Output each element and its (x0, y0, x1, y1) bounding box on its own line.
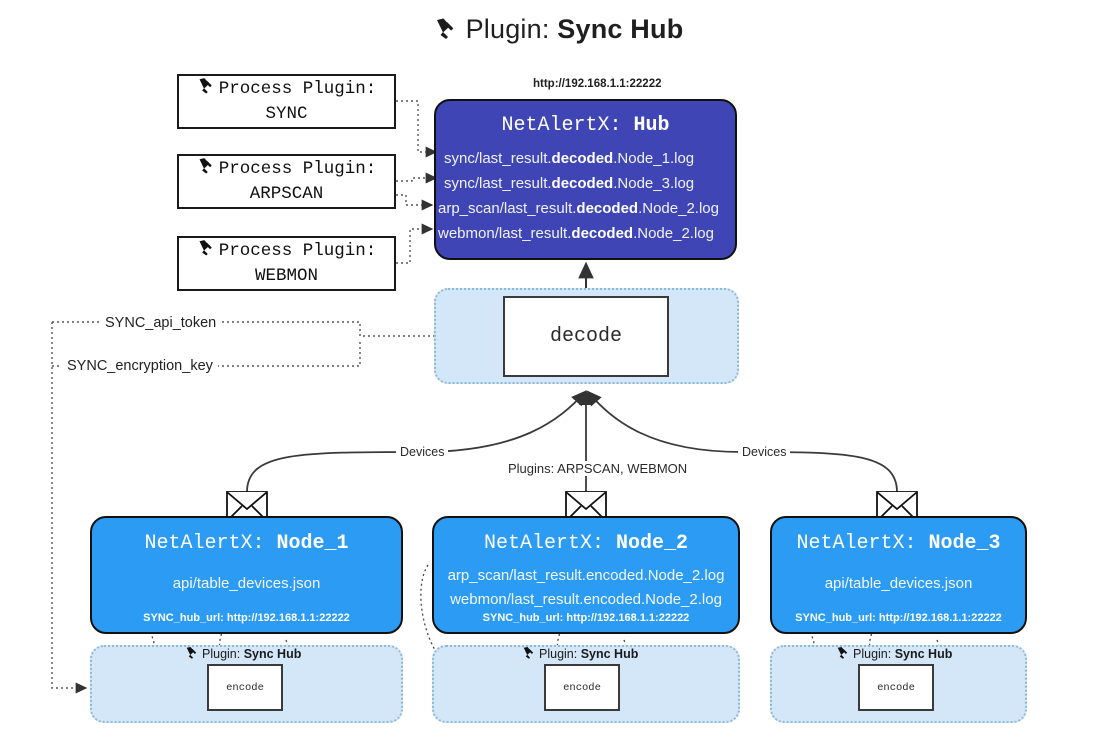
plugin-tag-2: Plugin: Sync Hub (522, 646, 638, 663)
encode-box-2[interactable]: encode (544, 664, 620, 711)
hub-row: sync/last_result.decoded.Node_3.log (444, 175, 695, 192)
plugin-tag-3: Plugin: Sync Hub (836, 646, 952, 663)
node-box-3[interactable]: NetAlertX: Node_3 api/table_devices.json… (770, 516, 1027, 634)
node-footer: SYNC_hub_url: http://192.168.1.1:22222 (143, 612, 350, 624)
process-plugin-caption: Process Plugin: (218, 159, 377, 180)
hub-box[interactable]: NetAlertX: Hub sync/last_result.decoded.… (434, 99, 737, 260)
process-plugin-name: ARPSCAN (249, 184, 324, 204)
node-data-line: webmon/last_result.encoded.Node_2.log (450, 591, 722, 608)
process-plugin-caption: Process Plugin: (218, 79, 377, 100)
hub-row-list: sync/last_result.decoded.Node_1.log sync… (436, 146, 735, 246)
encode-label: encode (226, 681, 264, 694)
node-header: NetAlertX: Node_2 (483, 532, 689, 555)
process-plugin-sync[interactable]: Process Plugin: SYNC (177, 74, 396, 129)
hub-row: arp_scan/last_result.decoded.Node_2.log (438, 200, 719, 217)
node-footer: SYNC_hub_url: http://192.168.1.1:22222 (482, 612, 690, 624)
page-title-name: Sync Hub (557, 14, 684, 44)
encode-box-3[interactable]: encode (858, 664, 934, 711)
node-data-line: api/table_devices.json (172, 575, 321, 592)
sync-api-token-label: SYNC_api_token (100, 315, 222, 331)
plugin-tag-1: Plugin: Sync Hub (185, 646, 301, 663)
plug-icon (197, 239, 217, 265)
encode-box-1[interactable]: encode (207, 664, 283, 711)
decode-box[interactable]: decode (503, 296, 669, 377)
node-data-line: arp_scan/last_result.encoded.Node_2.log (447, 567, 725, 584)
node-data-line: api/table_devices.json (824, 575, 973, 592)
plug-icon (836, 646, 851, 663)
plug-icon (197, 157, 217, 183)
process-plugin-name: SYNC (265, 104, 308, 124)
node-header: NetAlertX: Node_1 (144, 532, 349, 555)
page-title-lead: Plugin: (465, 14, 558, 44)
hub-header: NetAlertX: Hub (501, 114, 670, 137)
plug-icon (522, 646, 537, 663)
plug-icon (197, 77, 217, 103)
process-plugin-caption: Process Plugin: (218, 241, 377, 262)
hub-row: sync/last_result.decoded.Node_1.log (444, 150, 695, 167)
process-plugin-arpscan[interactable]: Process Plugin: ARPSCAN (177, 154, 396, 209)
edge-label-devices-left: Devices (396, 445, 449, 459)
plug-icon (185, 646, 200, 663)
edge-label-plugins-center: Plugins: ARPSCAN, WEBMON (504, 461, 692, 476)
node-footer: SYNC_hub_url: http://192.168.1.1:22222 (795, 612, 1002, 624)
hub-row: webmon/last_result.decoded.Node_2.log (438, 225, 714, 242)
plug-icon (434, 17, 460, 48)
node-box-2[interactable]: NetAlertX: Node_2 arp_scan/last_result.e… (432, 516, 740, 634)
process-plugin-webmon[interactable]: Process Plugin: WEBMON (177, 236, 396, 291)
decode-label: decode (549, 325, 622, 348)
encode-label: encode (877, 681, 915, 694)
node-box-1[interactable]: NetAlertX: Node_1 api/table_devices.json… (90, 516, 403, 634)
edge-label-devices-right: Devices (738, 445, 791, 459)
page-title: Plugin: Sync Hub (0, 14, 1117, 48)
hub-url-label: http://192.168.1.1:22222 (533, 78, 662, 90)
sync-encryption-key-label: SYNC_encryption_key (62, 358, 218, 374)
encode-label: encode (563, 681, 601, 694)
process-plugin-name: WEBMON (254, 266, 318, 286)
node-header: NetAlertX: Node_3 (796, 532, 1001, 555)
